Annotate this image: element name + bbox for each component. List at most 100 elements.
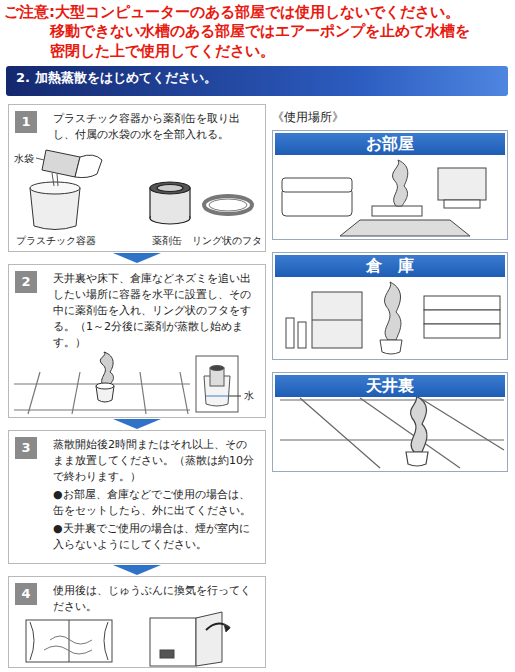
step-panel: 1 プラスチック容器から薬剤缶を取り出し、付属の水袋の水を全部入れる。 [8, 104, 266, 252]
ring-lid-illustration-part [209, 199, 247, 211]
warehouse-illustration-part [380, 340, 402, 354]
arrow-head [113, 419, 161, 429]
inset-illustration-part [229, 396, 241, 397]
step-text: プラスチック容器から薬剤缶を取り出し、付属の水袋の水を全部入れる。 [53, 111, 257, 143]
step-arrow [113, 565, 161, 575]
pouring-illustration-part [75, 155, 102, 177]
part-label: プラスチック容器 [16, 234, 96, 247]
can-illustration-part [150, 182, 190, 194]
section-heading: 2. 加熱蒸散をはじめてください。 [16, 66, 498, 90]
warehouse-illustration-part [424, 296, 500, 310]
room-illustration-part [372, 206, 422, 216]
step-text: ●天井裏でご使用の場合は、煙が室内に入らないようにしてください。 [53, 521, 257, 553]
location-heading: 倉 庫 [275, 255, 505, 277]
warehouse-illustration-part [424, 310, 500, 324]
attic-illustration-part [406, 452, 428, 466]
location-heading: 天井裏 [275, 375, 505, 397]
floor-illustration-part [180, 372, 188, 414]
smoke-container-illustration-part [100, 352, 113, 386]
floor-illustration-part [28, 372, 40, 414]
arrow-head [113, 565, 161, 575]
door-illustration-part [150, 618, 196, 666]
part-label: 水 [244, 389, 254, 402]
floor-illustration-part [14, 409, 190, 410]
step-text: 蒸散開始後2時間またはそれ以上、そのまま放置してください。（蒸散は約10分で終わ… [53, 437, 257, 485]
attic-illustration-part [360, 398, 460, 468]
location-panel: 倉 庫 [272, 252, 508, 360]
part-label: 《使用場所》 [272, 110, 344, 126]
smoke-container-illustration [96, 352, 114, 402]
door-illustration-part [224, 624, 230, 632]
window-illustration-part [69, 620, 70, 662]
window-illustration-part [26, 620, 112, 662]
attic-illustration-part [280, 439, 504, 440]
warehouse-illustration-part [298, 322, 306, 348]
warehouse-illustration [286, 282, 500, 354]
step-number: 2 [15, 271, 37, 293]
pouring-illustration-part [52, 173, 54, 186]
part-label: 薬剤缶 [152, 234, 182, 247]
inset-illustration [196, 356, 241, 412]
step-text: 天井裏や床下、倉庫などネズミを追い出したい場所に容器を水平に設置し、その中に薬剤… [53, 271, 257, 351]
window-illustration-part [30, 622, 34, 660]
room-illustration-part [282, 178, 352, 192]
part-label: 水袋 [14, 152, 34, 165]
part-label: リング状のフタ [192, 234, 262, 247]
step-arrow [113, 253, 161, 263]
room-illustration [282, 160, 486, 236]
room-illustration-part [438, 168, 486, 200]
pouring-illustration-part [42, 150, 80, 177]
warehouse-illustration-part [312, 292, 362, 348]
smoke-container-illustration-part [96, 383, 114, 389]
location-panel: 天井裏 [272, 372, 508, 472]
window-illustration-part [44, 646, 92, 654]
room-illustration-part [444, 200, 480, 208]
room-illustration-part [392, 160, 407, 206]
pouring-illustration [30, 150, 102, 230]
warehouse-illustration-part [312, 320, 362, 321]
pouring-illustration-part [30, 182, 80, 194]
window-illustration-part [104, 622, 108, 660]
window-illustration-part [50, 636, 92, 644]
warning-note: 移動できない水槽のある部屋ではエアーポンプを止めて水槽を密閉した上で使用してくだ… [50, 22, 482, 61]
can-illustration-part [157, 185, 183, 192]
attic-illustration-part [420, 398, 504, 450]
arrow-head [113, 253, 161, 263]
inset-illustration-part [206, 396, 229, 397]
inset-illustration-part [210, 366, 224, 371]
window-illustration [26, 620, 112, 662]
step-panel: 3 蒸散開始後2時間またはそれ以上、そのまま放置してください。（蒸散は約10分で終… [8, 430, 266, 564]
warehouse-illustration-part [384, 282, 400, 340]
step-panel: 2 天井裏や床下、倉庫などネズミを追い出したい場所に容器を水平に設置し、その中に薬… [8, 264, 266, 418]
step-text: ●お部屋、倉庫などでご使用の場合は、缶をセットしたら、外に出てください。 [53, 487, 257, 519]
attic-illustration [280, 396, 504, 468]
attic-illustration-part [300, 398, 380, 468]
door-illustration-part [160, 650, 174, 658]
attic-illustration-part [410, 396, 426, 452]
location-panel: お部屋 [272, 130, 508, 240]
room-illustration-part [340, 220, 470, 236]
step-text: 使用後は、じゅうぶんに換気を行ってください。 [53, 583, 257, 615]
step-arrow [113, 419, 161, 429]
section-band: 2. 加熱蒸散をはじめてください。 [6, 66, 508, 96]
floor-illustration-part [140, 372, 146, 414]
step-number: 1 [15, 111, 37, 133]
can-illustration-part [151, 191, 189, 217]
pouring-illustration-part [36, 158, 44, 160]
step-number: 4 [15, 583, 37, 605]
attic-illustration-part [280, 399, 504, 400]
door-illustration-part [196, 612, 222, 666]
pouring-illustration-part [57, 174, 58, 186]
warning-note: ご注意:大型コンピューターのある部屋では使用しないでください。 [4, 3, 460, 23]
warehouse-illustration-part [424, 324, 500, 338]
ring-lid-illustration [204, 196, 252, 214]
step-panel: 4 使用後は、じゅうぶんに換気を行ってください。 [8, 576, 266, 668]
location-heading: お部屋 [275, 133, 505, 155]
ring-lid-illustration-part [204, 196, 252, 214]
warehouse-illustration-part [286, 318, 294, 348]
step-number: 3 [15, 437, 37, 459]
can-illustration [150, 182, 190, 224]
floor-illustration-part [72, 372, 80, 414]
inset-illustration-part [196, 356, 238, 412]
